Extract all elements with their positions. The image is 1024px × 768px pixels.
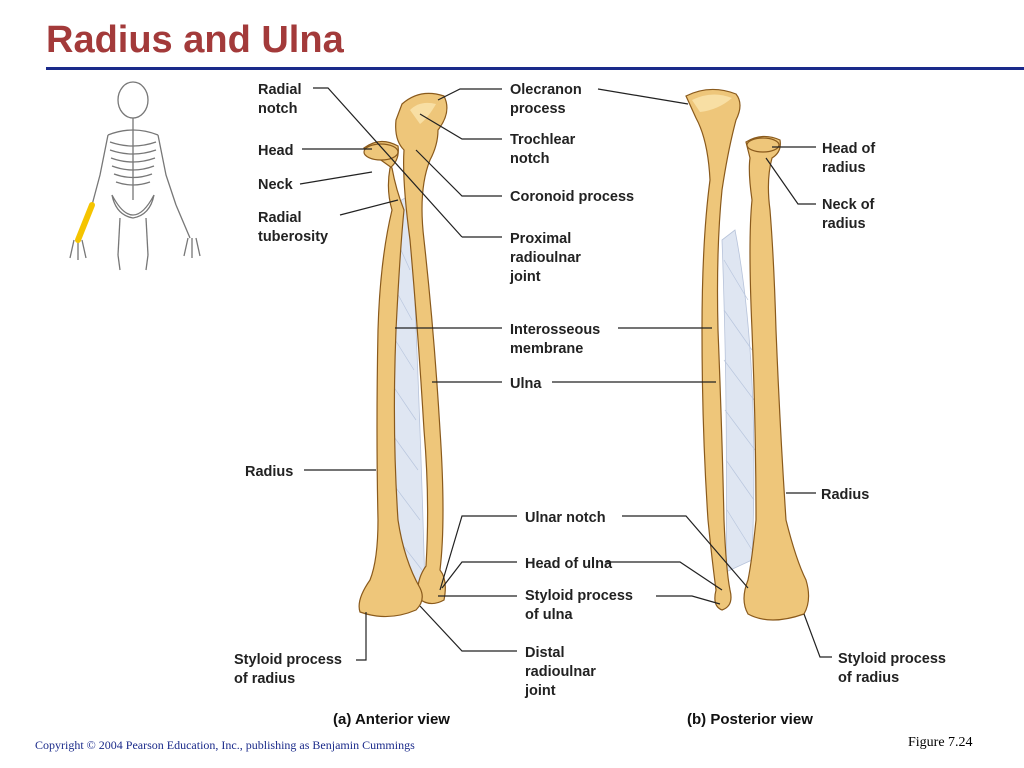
label-distal-radioulnar-joint: Distal radioulnar joint <box>524 645 600 699</box>
posterior-bones <box>685 88 810 621</box>
label-radial-tuberosity: Radial tuberosity <box>258 210 328 245</box>
title-rule <box>46 67 1024 70</box>
radius-anterior <box>358 140 423 618</box>
label-styloid-ulna: Styloid process of ulna <box>525 588 637 623</box>
label-head-of-radius: Head of radius <box>822 141 879 176</box>
label-radius-anterior: Radius <box>245 464 293 480</box>
label-trochlear-notch: Trochlear notch <box>510 132 579 167</box>
radial-head-posterior <box>746 137 780 153</box>
caption-anterior-view: (a) Anterior view <box>333 711 450 728</box>
anterior-labels: Radial notch Head Neck Radial tuberosity… <box>234 82 346 687</box>
label-radial-notch: Radial notch <box>258 82 306 117</box>
label-olecranon: Olecranon process <box>510 82 586 117</box>
interosseous-membrane-posterior <box>721 229 755 573</box>
caption-posterior-view: (b) Posterior view <box>687 711 813 728</box>
label-ulnar-notch: Ulnar notch <box>525 510 606 526</box>
label-neck: Neck <box>258 177 294 193</box>
label-neck-of-radius: Neck of radius <box>822 197 878 232</box>
label-head: Head <box>258 143 293 159</box>
skeleton-thumbnail <box>60 78 208 272</box>
leader-lines <box>299 87 832 661</box>
label-radius-posterior: Radius <box>821 487 869 503</box>
label-proximal-radioulnar-joint: Proximal radioulnar joint <box>509 231 585 285</box>
label-head-of-ulna: Head of ulna <box>525 556 613 572</box>
label-coronoid: Coronoid process <box>510 189 634 205</box>
center-labels: Olecranon process Trochlear notch Corono… <box>509 82 637 699</box>
slide-title: Radius and Ulna <box>46 19 344 61</box>
figure-number: Figure 7.24 <box>908 735 973 750</box>
label-styloid-radius-anterior: Styloid process of radius <box>234 652 346 687</box>
radius-posterior <box>743 135 810 621</box>
label-interosseous-membrane: Interosseous membrane <box>510 322 604 357</box>
copyright-notice: Copyright © 2004 Pearson Education, Inc.… <box>35 738 415 752</box>
label-styloid-radius-posterior: Styloid process of radius <box>838 651 950 686</box>
label-ulna: Ulna <box>510 376 542 392</box>
ulna-posterior <box>685 88 741 611</box>
posterior-labels: Head of radius Neck of radius Radius Sty… <box>821 141 950 686</box>
